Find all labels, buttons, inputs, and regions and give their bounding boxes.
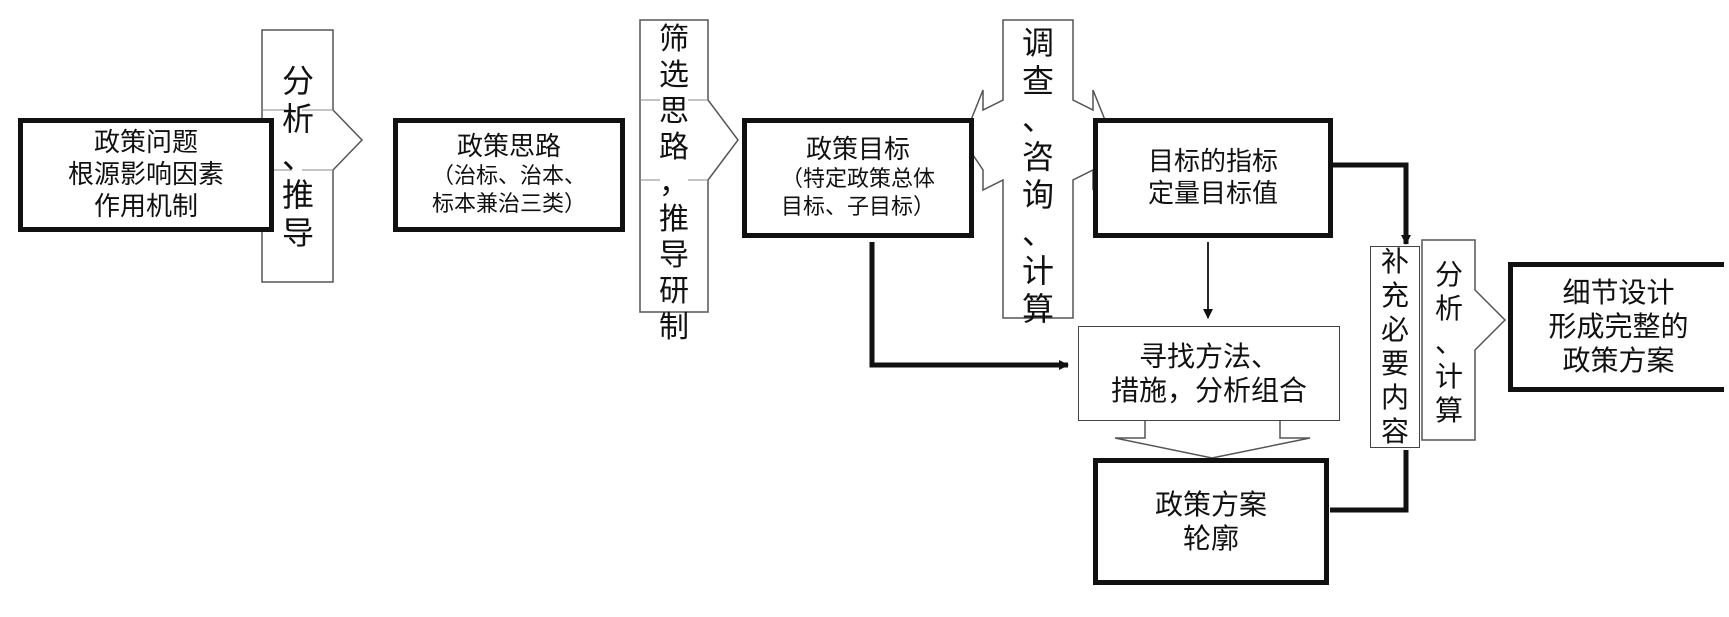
- policy-objective-title: 政策目标: [805, 135, 910, 165]
- supplement-content-char: 补: [1380, 245, 1409, 278]
- arrow-analyze-compute: [1421, 239, 1507, 441]
- survey-compute-char: 算: [1021, 290, 1054, 328]
- analyze-compute-char: 析: [1434, 292, 1463, 325]
- policy-objective-detail-1: （特定政策总体: [780, 167, 935, 192]
- policy-approach-box: 政策思路 （治标、治本、 标本兼治三类）: [393, 118, 625, 232]
- analyze-derive-char: 导: [281, 214, 314, 252]
- supplement-content-char: 充: [1380, 279, 1409, 312]
- connector-indicator-to-supplement: [1330, 162, 1411, 245]
- objective-indicator-box: 目标的指标 定量目标值: [1093, 118, 1333, 238]
- arrow-analyze-derive-label: 分析、推导: [266, 62, 330, 252]
- policy-approach-title: 政策思路: [456, 132, 561, 162]
- policy-approach-detail-2: 标本兼治三类）: [431, 192, 586, 217]
- screen-derive-char: 路: [659, 130, 689, 165]
- survey-compute-char: 询: [1021, 176, 1054, 214]
- final-policy-box: 细节设计 形成完整的 政策方案: [1508, 262, 1724, 392]
- policy-objective-box: 政策目标 （特定政策总体 目标、子目标）: [742, 118, 974, 238]
- analyze-compute-char: 分: [1434, 258, 1463, 291]
- policy-outline-line-2: 轮廓: [1182, 521, 1239, 555]
- survey-compute-char: 调: [1021, 24, 1054, 62]
- supplement-content-char: 容: [1380, 415, 1409, 448]
- find-methods-box: 寻找方法、 措施，分析组合: [1078, 326, 1340, 421]
- analyze-compute-char: 、: [1434, 326, 1463, 359]
- connector-objective-to-methods: [869, 242, 1069, 370]
- screen-derive-char: 筛: [659, 22, 689, 57]
- screen-derive-char: 思: [659, 94, 689, 129]
- screen-derive-char: 研: [659, 274, 689, 309]
- policy-problem-line-1: 政策问题: [93, 128, 198, 158]
- screen-derive-char: 推: [659, 202, 689, 237]
- survey-compute-char: 查: [1021, 62, 1054, 100]
- arrow-analyze-compute-label: 分析、计算: [1424, 258, 1474, 428]
- supplement-content-box: 补充必要内容: [1370, 245, 1420, 449]
- policy-problem-line-3: 作用机制: [93, 192, 198, 222]
- policy-outline-line-1: 政策方案: [1154, 487, 1267, 521]
- supplement-content-char: 要: [1380, 347, 1409, 380]
- analyze-compute-char: 计: [1434, 360, 1463, 393]
- survey-compute-char: 计: [1021, 252, 1054, 290]
- analyze-derive-char: 析: [281, 100, 314, 138]
- arrow-screen-derive: [639, 19, 739, 313]
- arrow-screen-derive-label: 筛选思路，推导研制: [642, 22, 706, 346]
- analyze-compute-char: 算: [1434, 394, 1463, 427]
- analyze-derive-char: 分: [281, 62, 314, 100]
- final-policy-line-3: 政策方案: [1562, 344, 1675, 377]
- final-policy-line-1: 细节设计: [1562, 276, 1675, 309]
- survey-compute-char: 咨: [1021, 138, 1054, 176]
- analyze-derive-char: 、: [281, 138, 314, 176]
- screen-derive-char: 制: [659, 310, 689, 345]
- supplement-content-text: 补充必要内容: [1381, 245, 1409, 449]
- screen-derive-char: 导: [659, 238, 689, 273]
- survey-compute-char: 、: [1021, 100, 1054, 138]
- policy-outline-box: 政策方案 轮廓: [1093, 458, 1329, 585]
- arrow-survey-compute-label: 调查、咨询、计算: [1006, 24, 1070, 328]
- find-methods-line-2: 措施，分析组合: [1110, 373, 1307, 407]
- find-methods-line-1: 寻找方法、: [1138, 339, 1279, 373]
- arrow-methods-to-outline: [1114, 419, 1311, 459]
- policy-problem-box: 政策问题 根源影响因素 作用机制: [18, 118, 274, 232]
- final-policy-line-2: 形成完整的: [1548, 310, 1689, 343]
- policy-objective-detail-2: 目标、子目标）: [780, 195, 935, 220]
- supplement-content-char: 内: [1380, 381, 1409, 414]
- survey-compute-char: 、: [1021, 214, 1054, 252]
- supplement-content-char: 必: [1380, 313, 1409, 346]
- policy-approach-detail-1: （治标、治本、: [431, 164, 586, 189]
- screen-derive-char: 选: [659, 58, 689, 93]
- objective-indicator-line-2: 定量目标值: [1147, 179, 1278, 209]
- connector-outline-to-supplement: [1330, 450, 1409, 513]
- policy-problem-line-2: 根源影响因素: [67, 160, 224, 190]
- screen-derive-char: ，: [659, 166, 689, 201]
- objective-indicator-line-1: 目标的指标: [1147, 147, 1278, 177]
- analyze-derive-char: 推: [281, 176, 314, 214]
